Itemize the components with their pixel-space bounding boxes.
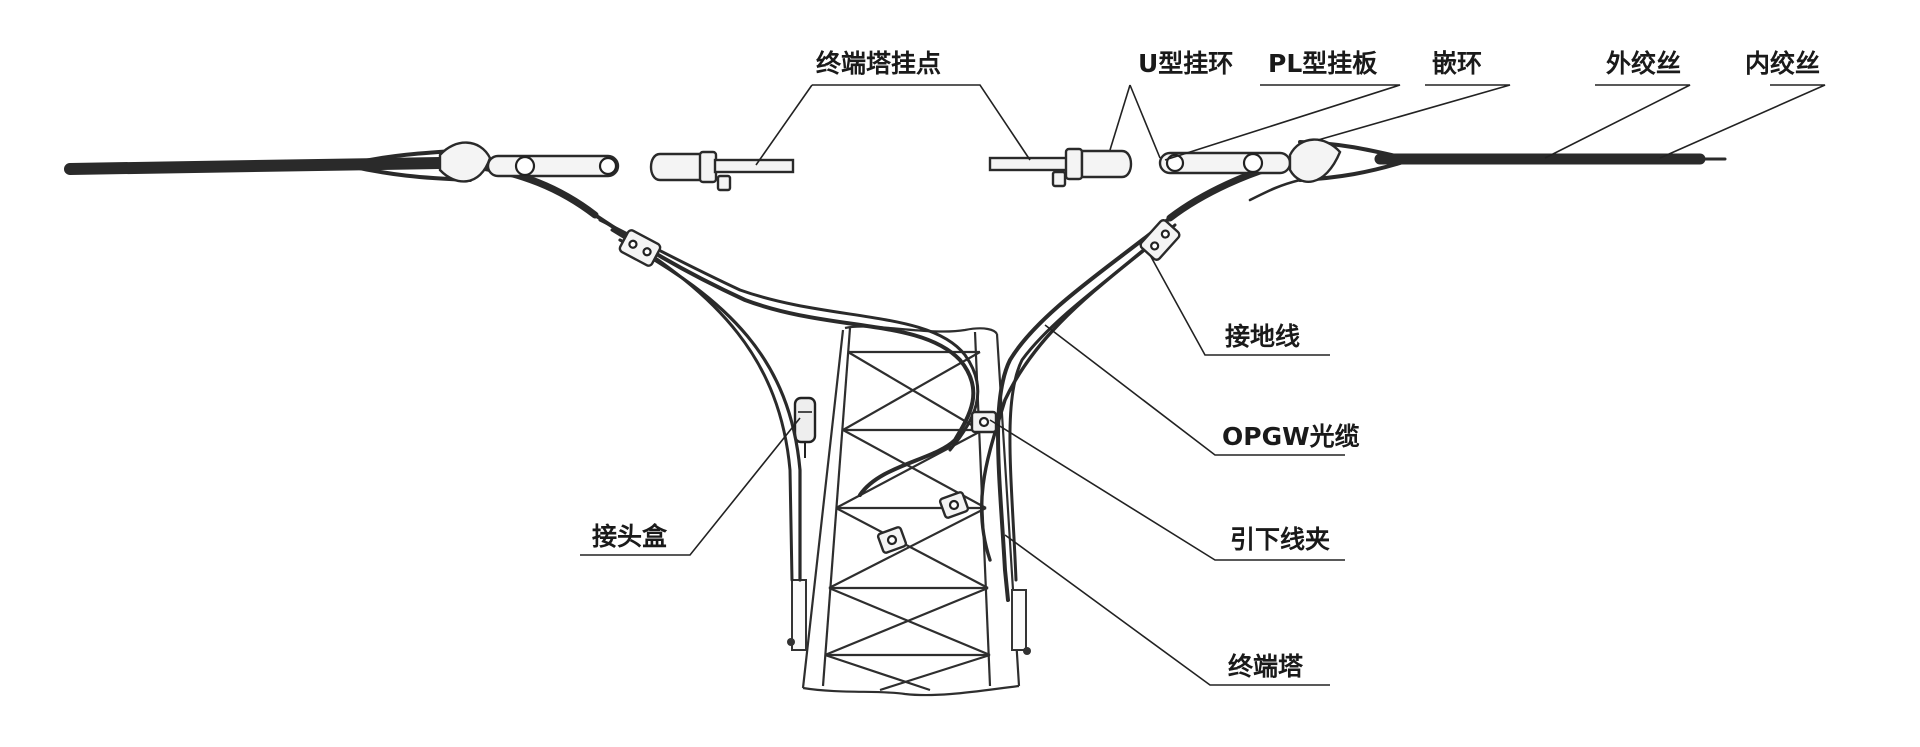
label-outer-strand: 外绞丝 [1606,49,1681,78]
right-hardware [988,138,1342,188]
leader-lines [580,84,1826,686]
label-down-lead-clamp: 引下线夹 [1230,525,1330,554]
label-inner-strand: 内绞丝 [1745,49,1820,78]
terminal-tower [787,325,1031,697]
label-u-shackle: U型挂环 [1138,49,1233,78]
left-hardware [438,141,795,192]
down-lead-clamps [618,219,1181,554]
label-ground-wire: 接地线 [1225,322,1300,351]
label-thimble: 嵌环 [1432,49,1482,78]
label-terminal-tower: 终端塔 [1228,652,1304,681]
label-pl-plate: PL型挂板 [1268,49,1377,78]
splice-box [793,396,817,458]
label-opgw-cable: OPGW光缆 [1222,422,1360,451]
labels: 终端塔挂点 U型挂环 PL型挂板 嵌环 外绞丝 内绞丝 接地线 OPGW光缆 引… [592,49,1820,681]
label-tower-hang-point: 终端塔挂点 [816,49,941,78]
label-splice-box: 接头盒 [592,522,668,551]
